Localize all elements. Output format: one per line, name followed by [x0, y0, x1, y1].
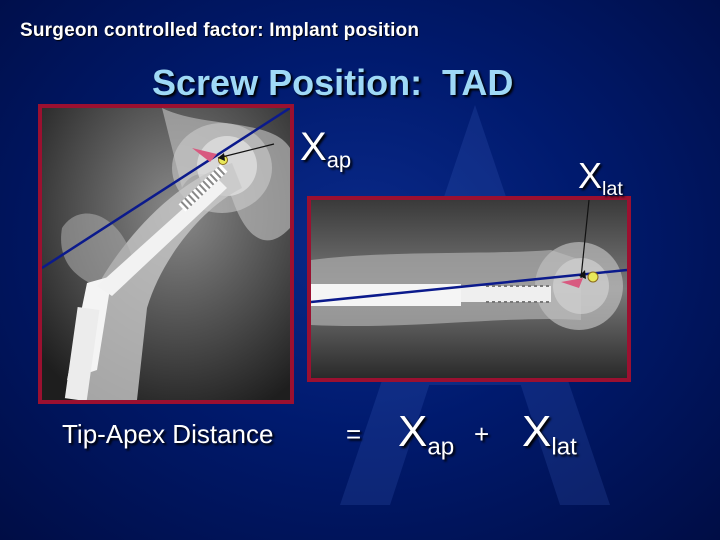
xray-ap-image: [42, 108, 290, 400]
equation-equals: =: [346, 419, 362, 449]
tad-equation: Tip-Apex Distance = Xap + Xlat: [0, 405, 720, 475]
x-lat-main: X: [578, 155, 603, 196]
x-ap-sub: ap: [326, 147, 352, 173]
x-lat-sub: lat: [602, 177, 623, 200]
header-text: Surgeon controlled factor: Implant posit…: [20, 20, 420, 41]
x-ap-label: Xap: [300, 125, 351, 174]
xray-ap-view: [38, 104, 294, 404]
equation-term-xap-main: X: [398, 407, 428, 456]
xray-lateral-view: [307, 196, 631, 382]
xray-lateral-image: [311, 200, 627, 378]
x-ap-main: X: [300, 125, 327, 169]
equation-term-xap-sub: ap: [427, 433, 455, 461]
equation-term-xlat-sub: lat: [551, 433, 577, 461]
equation-term-xlat: Xlat: [522, 407, 577, 461]
x-lat-label: Xlat: [578, 155, 623, 201]
equation-term-xlat-main: X: [522, 407, 552, 456]
equation-plus: +: [474, 419, 490, 449]
equation-label: Tip-Apex Distance: [62, 419, 274, 449]
slide-title: Screw Position: TAD: [152, 62, 514, 103]
equation-term-xap: Xap: [398, 407, 454, 461]
